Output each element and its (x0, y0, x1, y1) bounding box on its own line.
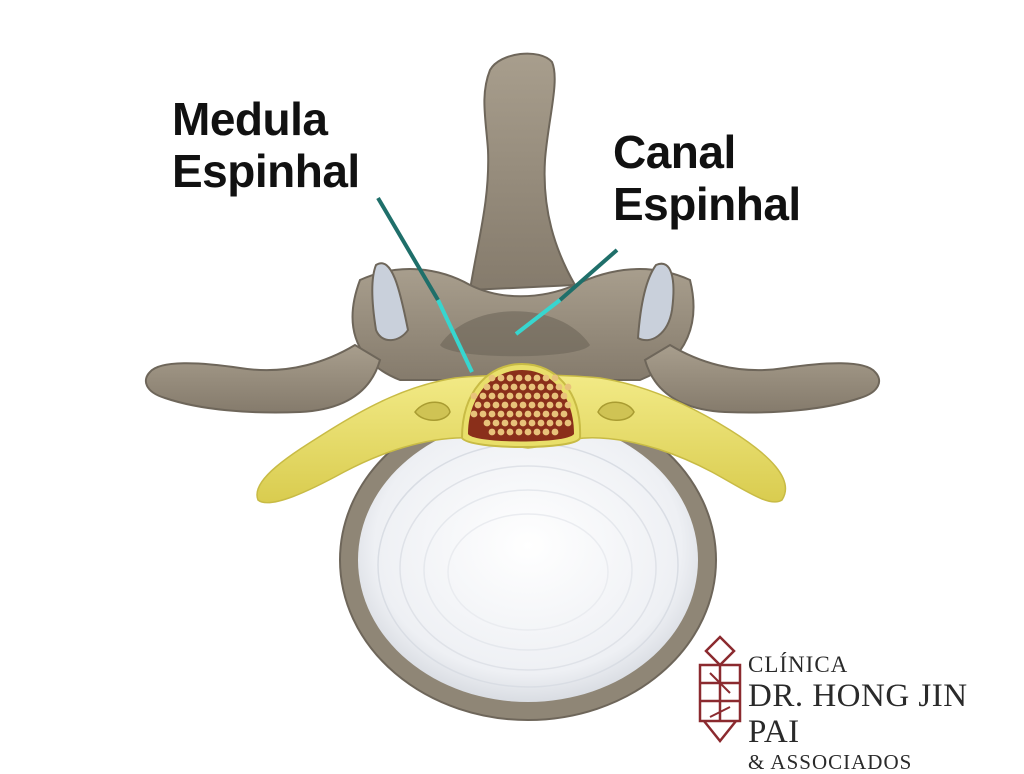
cord-fiber-dot (488, 374, 496, 382)
cord-fiber-dot (515, 374, 523, 382)
cord-fiber-dot (488, 392, 496, 400)
cord-fiber-dot (533, 410, 541, 418)
cord-fiber-dot (479, 410, 487, 418)
cord-fiber-dot (492, 401, 500, 409)
cord-fiber-dot (560, 392, 568, 400)
cord-fiber-dot (560, 410, 568, 418)
label-canal-espinhal: Canal Espinhal (613, 126, 801, 230)
spinal-cord (460, 362, 582, 448)
cord-fiber-dot (528, 383, 536, 391)
cord-fiber-dot (515, 410, 523, 418)
label-medula-line2: Espinhal (172, 144, 360, 197)
cord-fiber-dot (542, 392, 550, 400)
cord-fiber-dot (546, 419, 554, 427)
cord-fiber-dot (542, 428, 550, 436)
cord-fiber-dot (501, 401, 509, 409)
cord-fiber-dot (510, 383, 518, 391)
cord-fiber-dot (497, 410, 505, 418)
cord-fiber-dot (555, 401, 563, 409)
cord-fiber-dot (537, 383, 545, 391)
logo-line-name: DR. HONG JIN PAI (748, 678, 968, 750)
clinic-logo-text: CLÍNICA DR. HONG JIN PAI & ASSOCIADOS (748, 652, 1024, 774)
cord-fiber-dot (479, 392, 487, 400)
left-ligament-foramen (414, 401, 451, 421)
cord-fiber-dot (519, 401, 527, 409)
cord-fiber-dot (564, 419, 572, 427)
cord-fiber-dot (551, 428, 559, 436)
cord-fiber-dot (524, 374, 532, 382)
cord-fiber-dot (542, 410, 550, 418)
cord-fiber-dot (551, 374, 559, 382)
label-canal-line2: Espinhal (613, 177, 801, 230)
cord-fiber-dot (524, 428, 532, 436)
cord-fiber-dot (533, 392, 541, 400)
cord-fiber-dot (497, 428, 505, 436)
right-transverse-process (643, 343, 881, 414)
cord-fiber-dot (497, 392, 505, 400)
cord-fiber-dot (533, 374, 541, 382)
cord-fiber-dot (564, 383, 572, 391)
cord-fiber-dot (488, 428, 496, 436)
cord-fiber-dot (555, 419, 563, 427)
right-ligament-foramen (597, 401, 635, 421)
cord-fiber-dot (497, 374, 505, 382)
cord-fiber-dot (528, 419, 536, 427)
cord-fiber-dot (519, 419, 527, 427)
logo-line-associados: & ASSOCIADOS (748, 750, 913, 774)
label-canal-line1: Canal (613, 126, 736, 178)
label-medula-espinhal: Medula Espinhal (172, 93, 360, 197)
cord-fiber-dot (492, 419, 500, 427)
label-medula-line1: Medula (172, 93, 328, 145)
cord-fiber-dot (537, 401, 545, 409)
cord-fiber-dot (519, 383, 527, 391)
cord-fiber-dot (483, 383, 491, 391)
clinic-logo-mark (698, 635, 742, 744)
spinous-process (468, 52, 577, 292)
cord-fiber-dot (524, 410, 532, 418)
cord-fiber-dot (492, 383, 500, 391)
cord-fiber-dot (551, 392, 559, 400)
cord-fiber-dot (528, 401, 536, 409)
cord-fiber-dot (546, 383, 554, 391)
cord-fiber-dot (506, 428, 514, 436)
cord-fiber-dot (515, 392, 523, 400)
left-transverse-process (144, 343, 382, 414)
cord-fiber-dot (542, 374, 550, 382)
cord-fiber-dot (470, 410, 478, 418)
cord-fiber-dot (506, 392, 514, 400)
cord-fiber-dot (510, 401, 518, 409)
right-articular-facet (636, 262, 675, 342)
cord-fiber-dot (533, 428, 541, 436)
cord-fiber-dot (470, 392, 478, 400)
pointer-medula (376, 196, 474, 373)
cord-fiber-dot (564, 401, 572, 409)
cord-fiber-dot (483, 401, 491, 409)
cord-fiber-dot (501, 419, 509, 427)
logo-line-clinica: CLÍNICA (748, 652, 849, 677)
cord-fiber-dot (501, 383, 509, 391)
cord-fiber-dot (555, 383, 563, 391)
cord-fiber-dot (510, 419, 518, 427)
cord-fiber-dot (546, 401, 554, 409)
cord-fiber-dot (524, 392, 532, 400)
intervertebral-disc (358, 418, 698, 702)
left-articular-facet (371, 262, 410, 342)
cord-fiber-dot (474, 401, 482, 409)
cord-fiber-dot (488, 410, 496, 418)
cord-fiber-dot (551, 410, 559, 418)
cord-fiber-dot (515, 428, 523, 436)
cord-fiber-dot (506, 374, 514, 382)
cord-fiber-dot (483, 419, 491, 427)
cord-fiber-dot (506, 410, 514, 418)
cord-fiber-dot (537, 419, 545, 427)
cord-fibers (470, 374, 572, 436)
canal-shadow (440, 311, 590, 357)
pointer-canal (514, 248, 619, 336)
